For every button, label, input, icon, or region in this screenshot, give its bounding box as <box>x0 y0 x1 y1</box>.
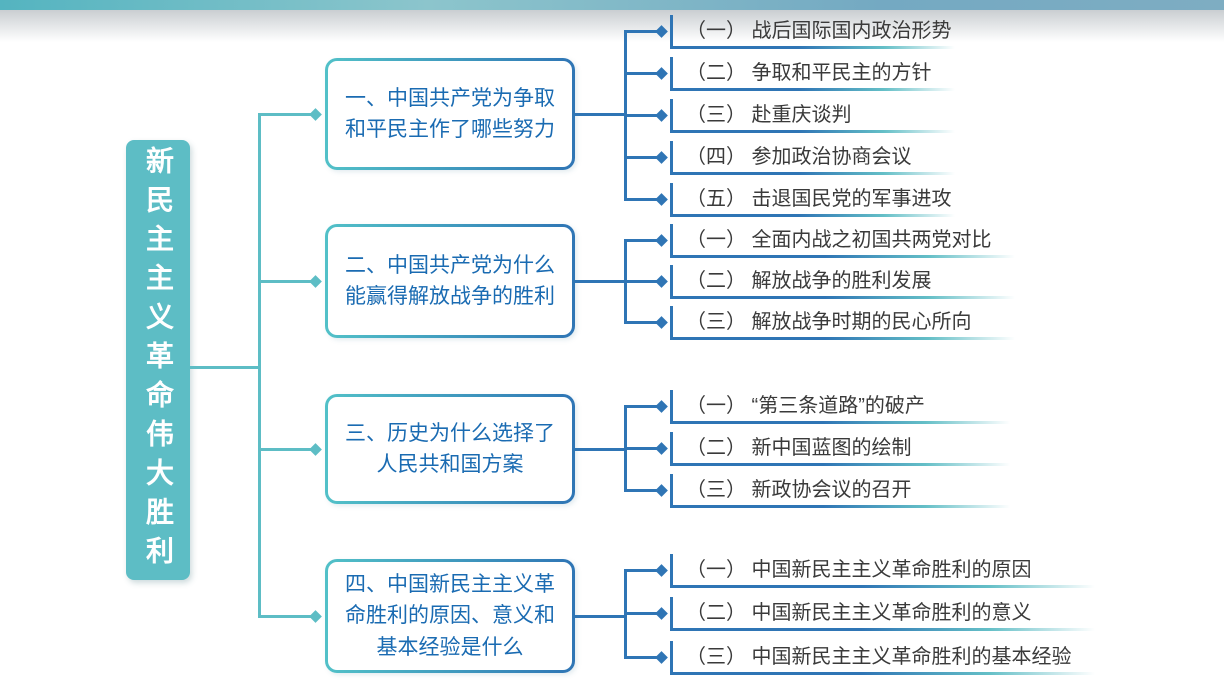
leaf-label: （一） 战后国际国内政治形势 <box>686 20 952 42</box>
branch-to-spine-line <box>575 112 627 116</box>
branch-node: 四、中国新民主主义革命胜利的原因、意义和基本经验是什么 <box>325 559 575 673</box>
leaf-tick-line <box>670 306 673 340</box>
leaf-connector-line <box>624 655 662 659</box>
leaf-label: （四） 参加政治协商会议 <box>686 146 912 168</box>
leaf-tick-line <box>670 432 673 466</box>
leaf-label: （三） 赴重庆谈判 <box>686 104 852 126</box>
branch-title: 二、中国共产党为什么能赢得解放战争的胜利 <box>328 227 572 335</box>
leaf-label: （三） 解放战争时期的民心所向 <box>686 311 972 333</box>
leaf-connector-line <box>624 320 662 324</box>
leaf-arrow-icon <box>655 563 668 577</box>
leaf-label: （二） 解放战争的胜利发展 <box>686 270 932 292</box>
leaf-arrow-icon <box>655 150 668 164</box>
leaf-underline <box>670 214 955 217</box>
leaf-tick-line <box>670 57 673 91</box>
leaf-tick-line <box>670 224 673 258</box>
leaf-underline <box>670 628 1095 631</box>
leaf-tick-line <box>670 641 673 675</box>
leaf-underline <box>670 46 955 49</box>
branch-arrow-icon <box>309 107 322 121</box>
branch-to-spine-line <box>575 447 627 451</box>
branch-connector-line <box>258 614 315 618</box>
top-bar-shadow <box>0 10 1224 42</box>
leaf-connector-line <box>624 404 662 408</box>
leaf-arrow-icon <box>655 108 668 122</box>
leaf-arrow-icon <box>655 399 668 413</box>
leaf-arrow-icon <box>655 441 668 455</box>
branch-arrow-icon <box>309 609 322 623</box>
branch-arrow-icon <box>309 442 322 456</box>
leaf-arrow-icon <box>655 66 668 80</box>
leaf-connector-line <box>624 71 662 75</box>
leaf-connector-line <box>624 568 662 572</box>
branch-arrow-icon <box>309 274 322 288</box>
leaf-underline <box>670 296 1015 299</box>
leaf-label: （三） 中国新民主主义革命胜利的基本经验 <box>686 646 1072 668</box>
leaf-arrow-icon <box>655 650 668 664</box>
leaf-arrow-icon <box>655 606 668 620</box>
leaf-tick-line <box>670 554 673 588</box>
branch-node: 三、历史为什么选择了人民共和国方案 <box>325 394 575 504</box>
root-node-label: 新民主主义革命伟大胜利 <box>142 145 175 575</box>
leaf-connector-line <box>624 238 662 242</box>
leaf-label: （二） 争取和平民主的方针 <box>686 62 932 84</box>
leaf-arrow-icon <box>655 192 668 206</box>
leaf-label: （五） 击退国民党的军事进攻 <box>686 188 952 210</box>
leaf-underline <box>670 88 955 91</box>
leaf-tick-line <box>670 15 673 49</box>
leaf-underline <box>670 172 955 175</box>
trunk-line <box>258 112 261 618</box>
leaf-underline <box>670 505 1010 508</box>
leaf-tick-line <box>670 474 673 508</box>
leaf-connector-line <box>624 29 662 33</box>
branch-title: 一、中国共产党为争取和平民主作了哪些努力 <box>328 61 572 167</box>
leaf-underline <box>670 421 1010 424</box>
branch-connector-line <box>258 447 315 451</box>
root-node: 新民主主义革命伟大胜利 <box>126 140 190 580</box>
root-connector-line <box>190 366 261 369</box>
leaf-underline <box>670 672 1095 675</box>
leaf-arrow-icon <box>655 274 668 288</box>
leaf-connector-line <box>624 611 662 615</box>
branch-node: 二、中国共产党为什么能赢得解放战争的胜利 <box>325 224 575 338</box>
leaf-connector-line <box>624 279 662 283</box>
leaf-label: （二） 中国新民主主义革命胜利的意义 <box>686 602 1032 624</box>
leaf-underline <box>670 463 1010 466</box>
branch-to-spine-line <box>575 614 627 618</box>
leaf-label: （三） 新政协会议的召开 <box>686 479 912 501</box>
leaf-connector-line <box>624 197 662 201</box>
leaf-connector-line <box>624 446 662 450</box>
branch-node: 一、中国共产党为争取和平民主作了哪些努力 <box>325 58 575 170</box>
branch-title: 四、中国新民主主义革命胜利的原因、意义和基本经验是什么 <box>328 562 572 670</box>
leaf-tick-line <box>670 183 673 217</box>
branch-connector-line <box>258 279 315 283</box>
branch-connector-line <box>258 112 315 116</box>
leaf-arrow-icon <box>655 315 668 329</box>
leaf-underline <box>670 585 1095 588</box>
top-gradient-bar <box>0 0 1224 10</box>
leaf-tick-line <box>670 390 673 424</box>
leaf-label: （二） 新中国蓝图的绘制 <box>686 437 912 459</box>
branch-title: 三、历史为什么选择了人民共和国方案 <box>328 397 572 501</box>
leaf-underline <box>670 337 1015 340</box>
leaf-tick-line <box>670 597 673 631</box>
leaf-tick-line <box>670 265 673 299</box>
leaf-label: （一） 全面内战之初国共两党对比 <box>686 229 992 251</box>
leaf-connector-line <box>624 488 662 492</box>
leaf-underline <box>670 255 1015 258</box>
leaf-arrow-icon <box>655 233 668 247</box>
leaf-label: （一） “第三条道路”的破产 <box>686 395 925 417</box>
leaf-connector-line <box>624 155 662 159</box>
leaf-tick-line <box>670 141 673 175</box>
leaf-underline <box>670 130 955 133</box>
leaf-label: （一） 中国新民主主义革命胜利的原因 <box>686 559 1032 581</box>
leaf-connector-line <box>624 113 662 117</box>
leaf-tick-line <box>670 99 673 133</box>
branch-to-spine-line <box>575 279 627 283</box>
leaf-arrow-icon <box>655 483 668 497</box>
